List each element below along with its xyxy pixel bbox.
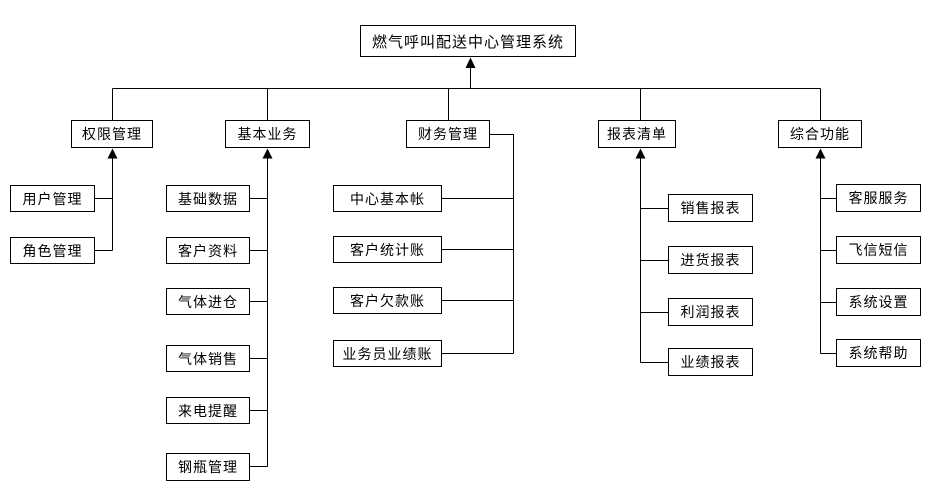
- node-comprehensive-functions: 综合功能: [778, 120, 862, 148]
- node-system-settings: 系统设置: [836, 288, 921, 316]
- node-report-list: 报表清单: [598, 120, 676, 148]
- node-user-management: 用户管理: [10, 185, 95, 212]
- node-sales-report: 销售报表: [668, 194, 753, 222]
- node-customer-arrears-account: 客户欠款账: [333, 287, 442, 314]
- node-root: 燃气呼叫配送中心管理系统: [360, 25, 576, 57]
- node-customer-info: 客户资料: [166, 237, 250, 264]
- node-role-management: 角色管理: [10, 237, 95, 264]
- arrowheads: [107, 57, 826, 159]
- node-gas-inbound: 气体进仓: [166, 288, 250, 315]
- node-center-basic-account: 中心基本帐: [333, 185, 442, 212]
- node-fetion-sms: 飞信短信: [836, 236, 921, 264]
- arrowhead-permission: [107, 148, 118, 159]
- node-basic-data: 基础数据: [166, 185, 250, 212]
- node-cylinder-management: 钢瓶管理: [166, 453, 250, 481]
- node-call-reminder: 来电提醒: [166, 397, 250, 424]
- node-purchase-report: 进货报表: [668, 246, 753, 274]
- spine-finance: [490, 134, 514, 354]
- node-customer-stats-account: 客户统计账: [333, 236, 442, 263]
- node-profit-report: 利润报表: [668, 298, 753, 326]
- node-salesman-performance-account: 业务员业绩账: [333, 340, 442, 367]
- node-performance-report: 业绩报表: [668, 348, 753, 376]
- node-permission-management: 权限管理: [71, 120, 153, 148]
- node-finance-management: 财务管理: [406, 120, 490, 148]
- arrowhead-comprehensive: [815, 148, 826, 159]
- connector-paths: [95, 67, 836, 467]
- node-customer-service: 客服服务: [836, 184, 921, 212]
- node-gas-sales: 气体销售: [166, 345, 250, 372]
- node-basic-business: 基本业务: [225, 120, 310, 148]
- node-system-help: 系统帮助: [836, 339, 921, 367]
- arrowhead-report: [635, 148, 646, 159]
- arrowhead-basic-business: [262, 148, 273, 159]
- arrowhead-root: [465, 57, 476, 68]
